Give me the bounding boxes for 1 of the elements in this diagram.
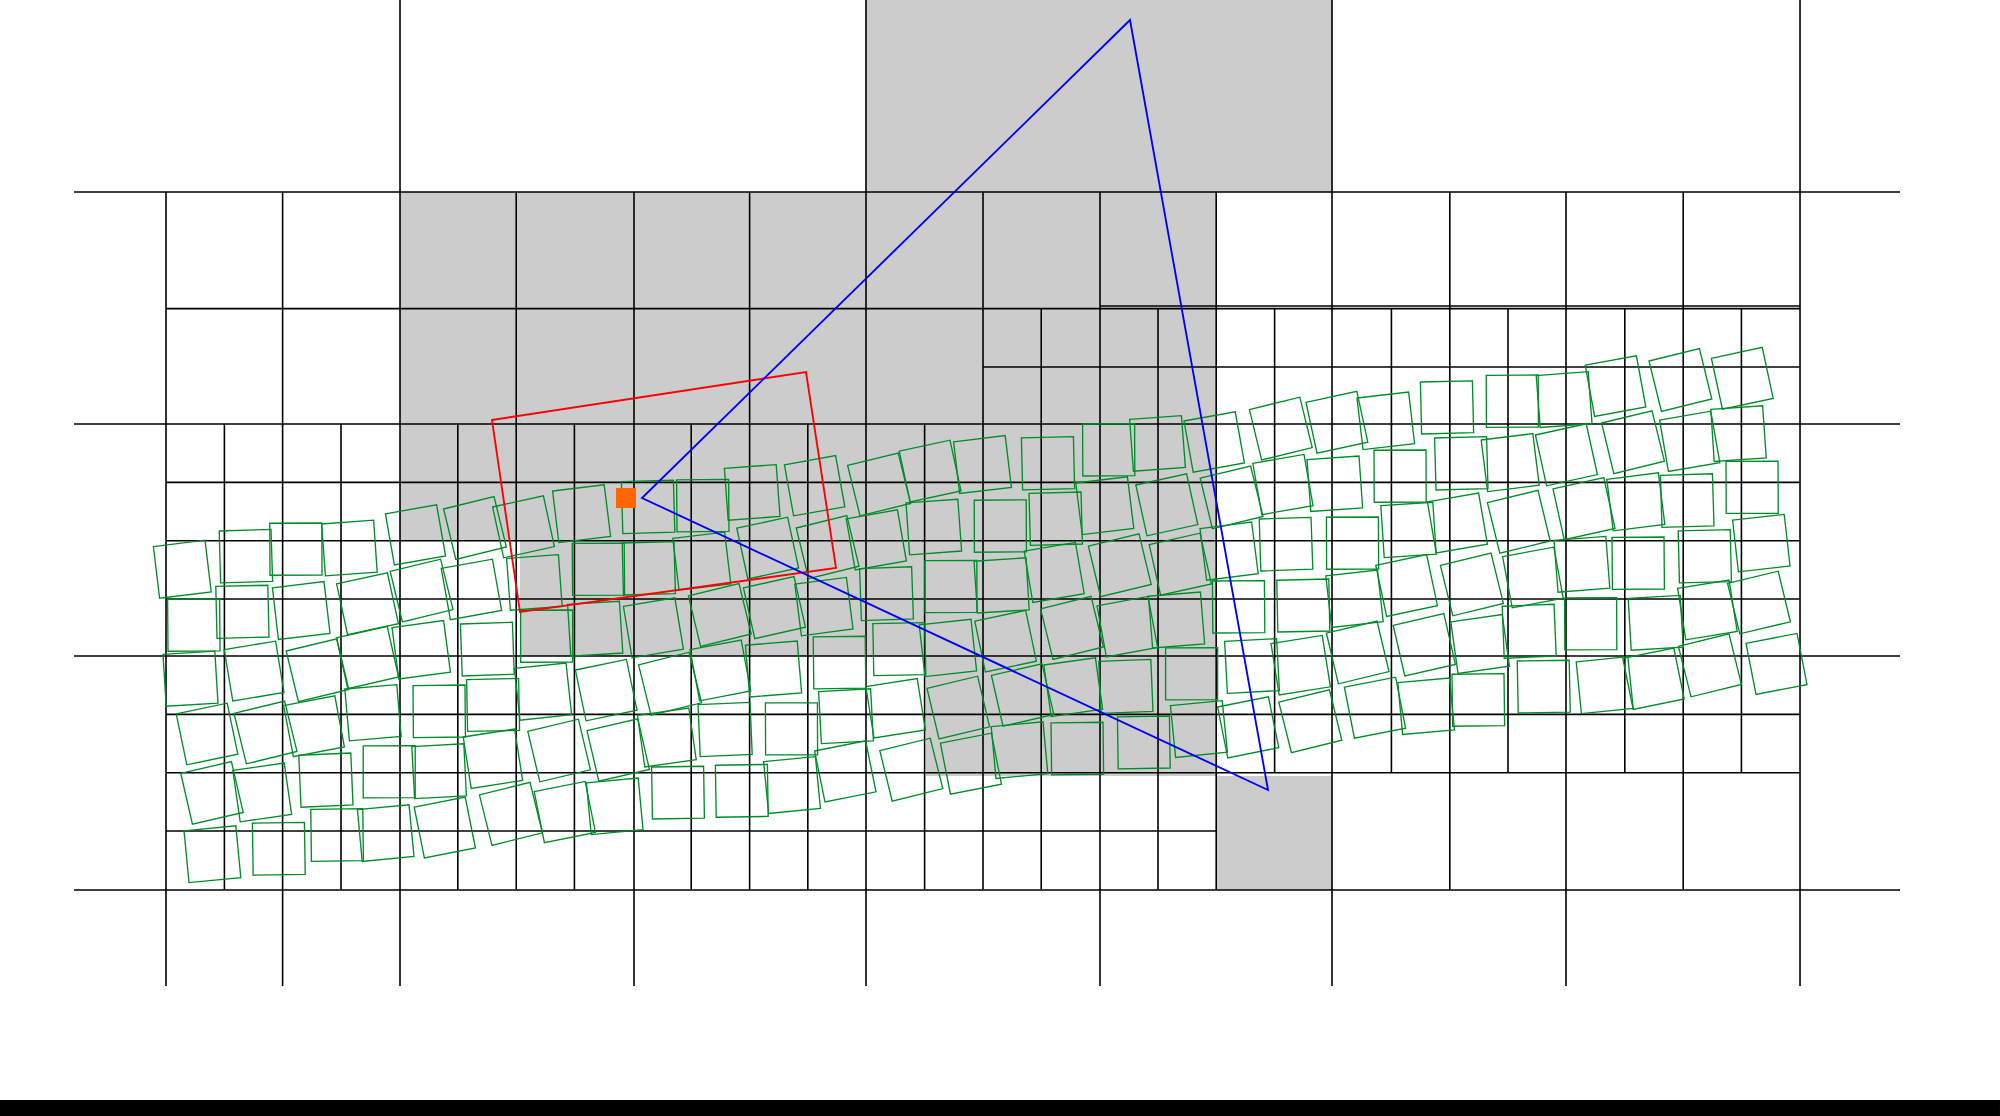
position-marker xyxy=(616,488,636,508)
